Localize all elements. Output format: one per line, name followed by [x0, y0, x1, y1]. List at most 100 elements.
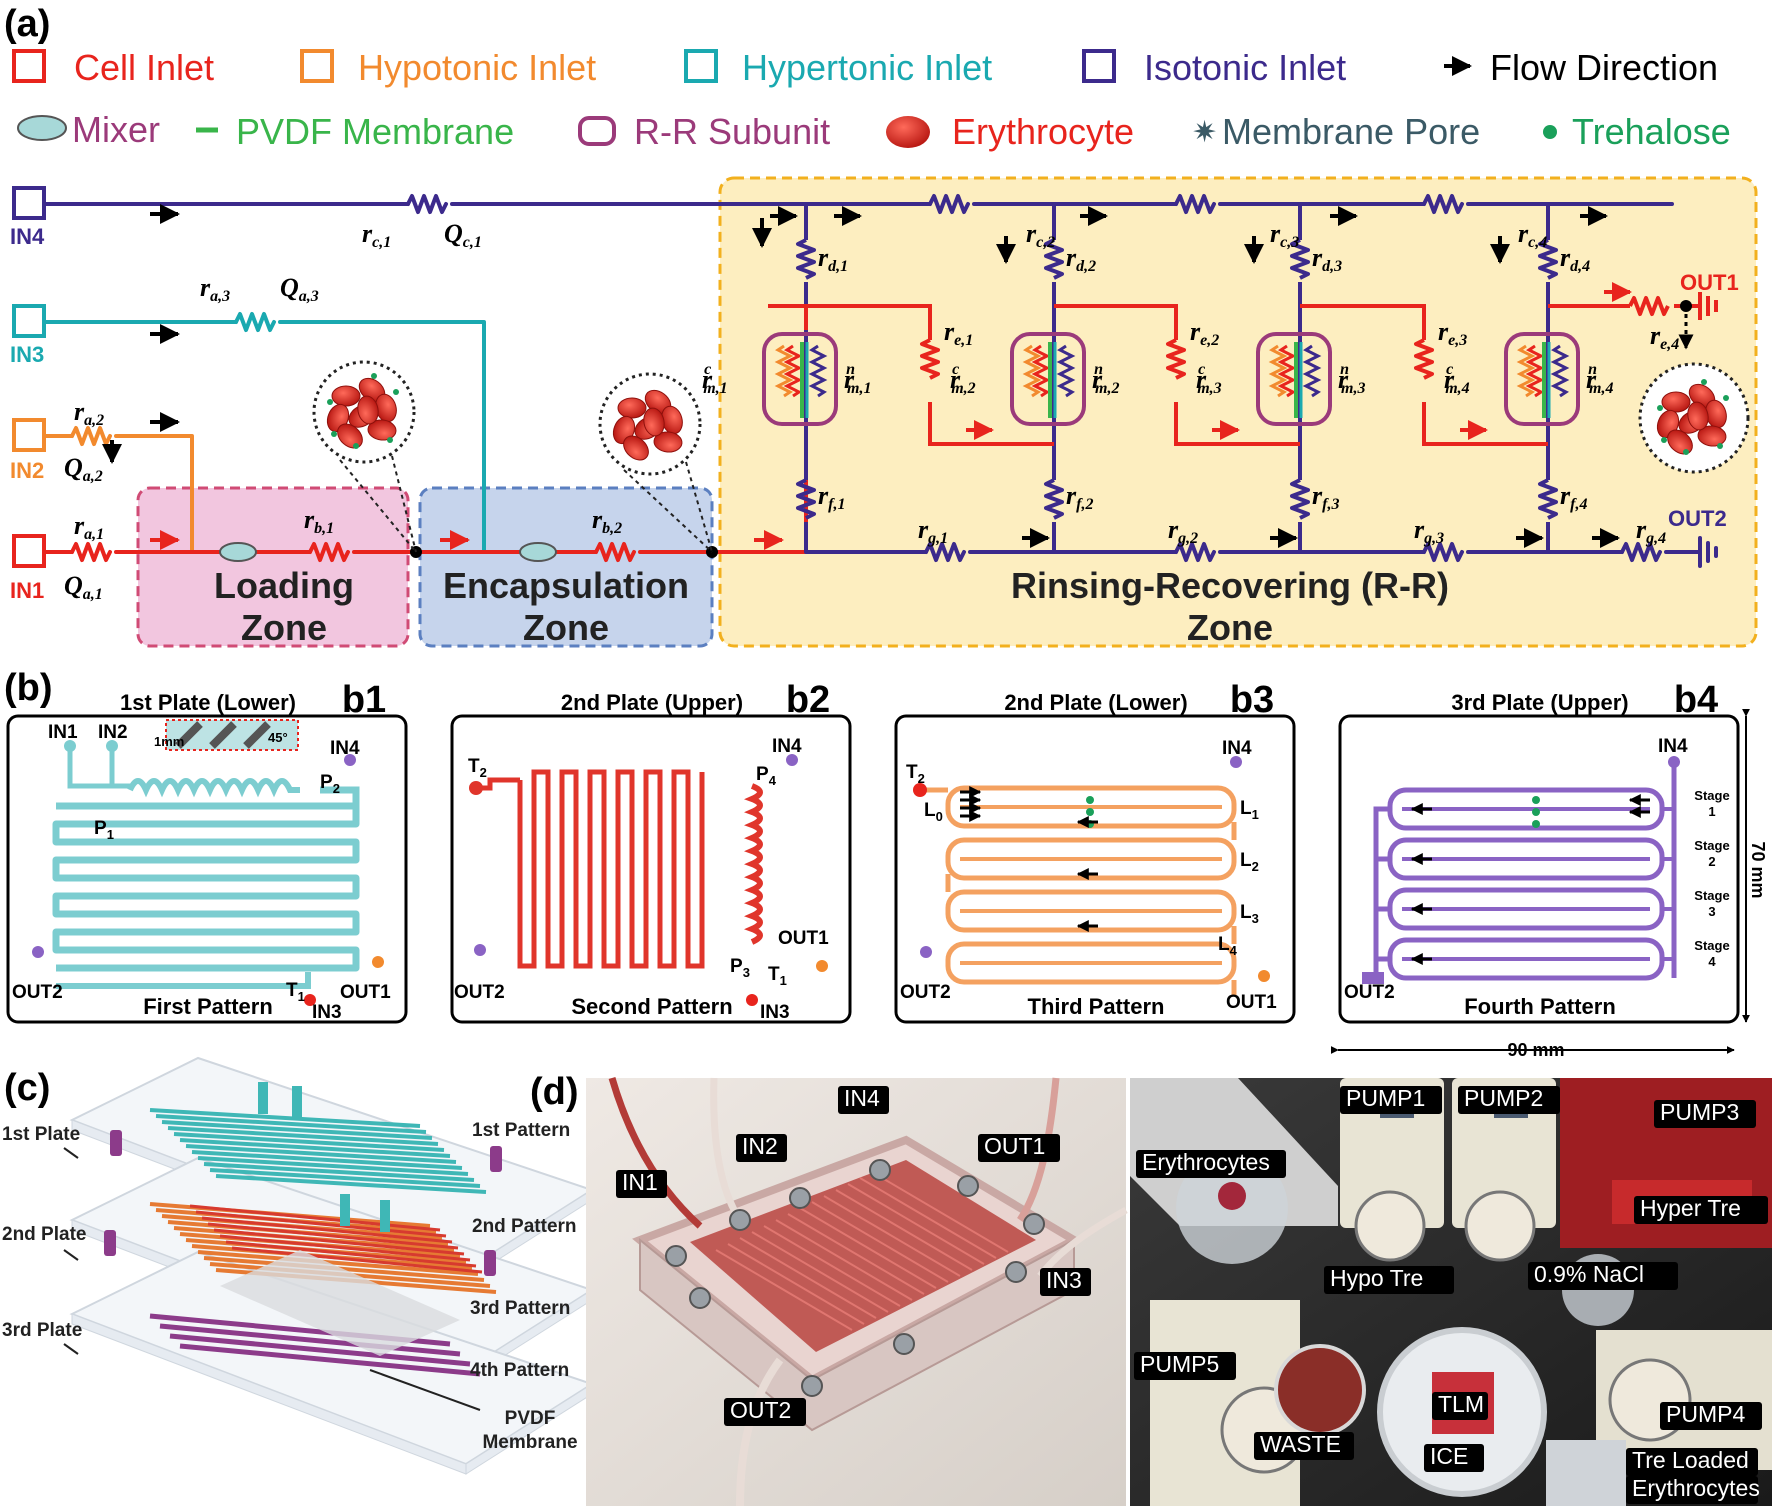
plate-pattern-b2: Second Pattern [571, 994, 732, 1019]
legend-isotonic-inlet: Isotonic Inlet [1144, 47, 1346, 88]
tag-pump2: PUMP2 [1464, 1085, 1543, 1111]
b2-in4: IN4 [772, 736, 802, 757]
lbl-rc1: rc,1 [362, 219, 391, 251]
b1-p2: P2 [320, 772, 340, 796]
inlet-in1 [12, 534, 46, 568]
lbl-rd3: rd,3 [1312, 243, 1342, 275]
plate-tag-b4: b4 [1674, 679, 1718, 721]
plate-title-b1: 1st Plate (Lower) [120, 690, 296, 715]
c-pattern-1: 1st Pattern [472, 1120, 570, 1141]
c-plate-1: 1st Plate [2, 1124, 80, 1145]
legend-membrane-pore: Membrane Pore [1222, 111, 1480, 152]
b3-out2: OUT2 [900, 982, 951, 1003]
b4-stage-num-4: 4 [1708, 954, 1716, 969]
b1-out1: OUT1 [340, 982, 391, 1003]
panel-label-c: (c) [4, 1067, 50, 1109]
lbl-re1: re,1 [944, 317, 973, 349]
plate-title-b4: 3rd Plate (Upper) [1451, 690, 1628, 715]
trehalose-dot-icon [1543, 125, 1557, 139]
b4-stage-1: Stage [1694, 788, 1729, 803]
resistor-ra2 [70, 426, 112, 446]
b1-in2: IN2 [98, 722, 128, 743]
lbl-rf1: rf,1 [818, 481, 845, 513]
tag-tre-loaded: Tre Loaded [1632, 1447, 1749, 1473]
b2-p3: P3 [730, 956, 750, 980]
legend-trehalose: Trehalose [1572, 111, 1731, 152]
tag-nacl: 0.9% NaCl [1534, 1261, 1644, 1287]
tag-tre-erythrocytes: Erythrocytes [1632, 1475, 1760, 1501]
tag-in4: IN4 [844, 1085, 880, 1111]
inlet-in4 [12, 186, 46, 220]
tag-pump3: PUMP3 [1660, 1099, 1739, 1125]
rr-subunit-box [1256, 332, 1332, 426]
lbl-qc1: Qc,1 [444, 219, 482, 251]
tag-erythrocytes: Erythrocytes [1142, 1149, 1270, 1175]
lbl-rg2: rg,2 [1168, 515, 1198, 547]
plate-pattern-b1: First Pattern [143, 994, 273, 1019]
panel-label-d: (d) [530, 1071, 579, 1113]
mixer-1 [219, 542, 257, 562]
plate-frame-b2 [450, 714, 852, 1024]
zone-rr-line1: Rinsing-Recovering (R-R) [1011, 565, 1449, 606]
lbl-re4: re,4 [1650, 321, 1679, 353]
chip-channels [690, 1160, 1036, 1352]
b4-stage-num-2: 2 [1708, 854, 1715, 869]
b3-l3: L3 [1240, 902, 1259, 926]
resistor-labels: rc,1 Qc,1 ra,3 Qa,3 ra,2 Qa,2 ra,1 Qa,1 … [64, 219, 622, 603]
rr-red-path [768, 292, 1718, 446]
panel-label-b: (b) [4, 667, 53, 709]
lbl-rc2: rc,2 [1026, 219, 1055, 251]
legend-hypotonic-inlet: Hypotonic Inlet [358, 47, 596, 88]
tag-tlm: TLM [1438, 1391, 1484, 1417]
inlet-label-in4: IN4 [10, 224, 45, 249]
b3-l0: L0 [924, 800, 943, 824]
b1-in1: IN1 [48, 722, 78, 743]
lbl-ra2: ra,2 [74, 397, 104, 429]
b3-in4: IN4 [1222, 738, 1252, 759]
rr-columns [762, 204, 1632, 552]
plate-tag-b2: b2 [786, 679, 830, 721]
flow-arrows-a [102, 204, 1510, 550]
lbl-rg3: rg,3 [1414, 515, 1444, 547]
mixer-2 [519, 542, 557, 562]
b1-p1: P1 [94, 818, 114, 842]
lbl-qa1: Qa,1 [64, 571, 103, 603]
dim-70mm: 70 mm [1748, 841, 1768, 898]
tag-out1: OUT1 [984, 1133, 1045, 1159]
lbl-rf2: rf,2 [1066, 481, 1093, 513]
zone-encap-line1: Encapsulation [443, 565, 689, 606]
b4-in4: IN4 [1658, 736, 1688, 757]
rr-zone [718, 176, 1758, 648]
resistor-rb2 [594, 542, 636, 562]
lbl-qa3: Qa,3 [280, 273, 319, 305]
tag-in1: IN1 [622, 1169, 658, 1195]
cell-magnifiers [312, 360, 1750, 553]
c-pattern-3: 3rd Pattern [470, 1298, 570, 1319]
resistor-ra1 [70, 542, 112, 562]
b3-out1: OUT1 [1226, 992, 1277, 1013]
inlet-in3 [12, 304, 46, 338]
purple-square-icon [1082, 49, 1116, 83]
b4-stage-num-1: 1 [1708, 804, 1715, 819]
b3-l2: L2 [1240, 850, 1259, 874]
rr-subunit-box [1010, 332, 1086, 426]
resistor-rb1 [308, 542, 350, 562]
inlet-label-in2: IN2 [10, 458, 44, 483]
tag-pump1: PUMP1 [1346, 1085, 1425, 1111]
b1-inset-1mm: 1mm [154, 734, 184, 749]
circuit-wires [44, 194, 1716, 568]
legend-pvdf-membrane: PVDF Membrane [236, 111, 514, 152]
resistor-ra3 [234, 312, 276, 332]
b4-out2: OUT2 [1344, 982, 1395, 1003]
tag-in2: IN2 [742, 1133, 778, 1159]
plate-tag-b3: b3 [1230, 679, 1274, 721]
inlet-label-in3: IN3 [10, 342, 44, 367]
